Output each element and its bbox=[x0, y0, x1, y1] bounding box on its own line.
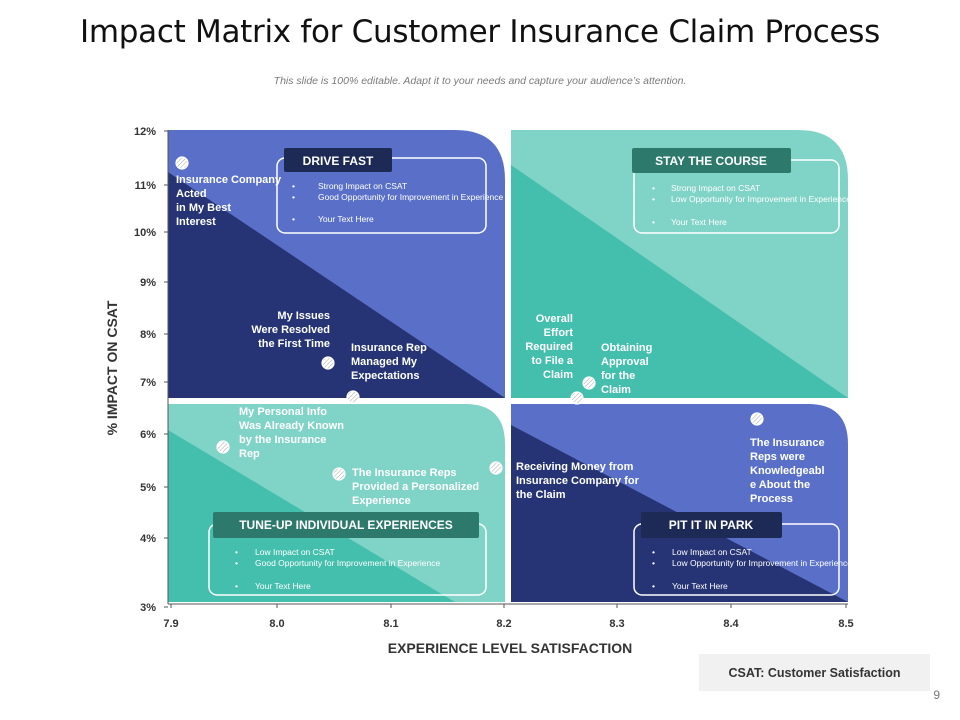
page-title: Impact Matrix for Customer Insurance Cla… bbox=[80, 14, 880, 50]
quadrant-box-pit-it-in-park: PIT IT IN PARK • Low Impact on CSAT • Lo… bbox=[633, 512, 852, 596]
y-tick-label: 9% bbox=[140, 277, 156, 289]
drive-fast-bullet-2: Good Opportunity for Improvement in Expe… bbox=[318, 192, 503, 202]
tune-up-bullet-2: Good Opportunity for Improvement in Expe… bbox=[255, 558, 440, 568]
data-point-marker bbox=[175, 156, 189, 170]
y-tick-label: 8% bbox=[140, 329, 156, 341]
pit-it-in-park-bullet-3: Your Text Here bbox=[672, 581, 728, 591]
bullet-dot: • bbox=[652, 547, 655, 557]
quadrant-top-left-bg bbox=[168, 130, 505, 398]
page-number: 9 bbox=[933, 688, 940, 702]
data-point-marker bbox=[582, 376, 596, 390]
x-tick-label: 7.9 bbox=[163, 618, 178, 630]
y-axis-ticks: 12% 11% 10% 9% 8% 7% 6% 5% 4% 3% bbox=[134, 126, 168, 614]
x-tick-label: 8.4 bbox=[723, 618, 739, 630]
y-tick-label: 4% bbox=[140, 533, 156, 545]
pit-it-in-park-tag bbox=[641, 512, 782, 538]
y-tick-label: 7% bbox=[140, 377, 156, 389]
data-point-marker bbox=[321, 356, 335, 370]
stay-the-course-bullet-2: Low Opportunity for Improvement in Exper… bbox=[671, 194, 851, 204]
bullet-dot: • bbox=[292, 181, 295, 191]
x-tick-label: 8.3 bbox=[609, 618, 624, 630]
drive-fast-bullet-1: Strong Impact on CSAT bbox=[318, 181, 407, 191]
x-axis-title: EXPERIENCE LEVEL SATISFACTION bbox=[388, 640, 633, 656]
x-tick-label: 8.1 bbox=[383, 618, 398, 630]
y-tick-label: 10% bbox=[134, 227, 156, 239]
stay-the-course-bullet-1: Strong Impact on CSAT bbox=[671, 183, 760, 193]
x-tick-label: 8.5 bbox=[838, 618, 853, 630]
data-points bbox=[175, 156, 764, 481]
quadrant-box-drive-fast: DRIVE FAST • Strong Impact on CSAT • Goo… bbox=[276, 148, 503, 234]
tune-up-bullet-3: Your Text Here bbox=[255, 581, 311, 591]
data-point-marker bbox=[346, 390, 360, 404]
page-subtitle: This slide is 100% editable. Adapt it to… bbox=[273, 75, 687, 87]
data-point-marker bbox=[216, 440, 230, 454]
data-point-marker bbox=[489, 461, 503, 475]
bullet-dot: • bbox=[235, 558, 238, 568]
data-point-marker bbox=[750, 412, 764, 426]
data-point-marker bbox=[332, 467, 346, 481]
bullet-dot: • bbox=[235, 581, 238, 591]
quadrant-box-stay-the-course: STAY THE COURSE • Strong Impact on CSAT … bbox=[632, 148, 851, 234]
bullet-dot: • bbox=[292, 192, 295, 202]
bullet-dot: • bbox=[292, 214, 295, 224]
y-axis-title: % IMPACT ON CSAT bbox=[104, 300, 120, 435]
quadrant-bottom-left-bg bbox=[168, 404, 505, 602]
y-tick-label: 11% bbox=[135, 180, 157, 192]
quadrant-top-right-bg bbox=[511, 130, 848, 398]
bullet-dot: • bbox=[652, 217, 655, 227]
tune-up-tag bbox=[213, 512, 479, 538]
stay-the-course-tag bbox=[632, 148, 791, 173]
csat-legend-note: CSAT: Customer Satisfaction bbox=[699, 654, 930, 691]
quadrant-box-tune-up: TUNE-UP INDIVIDUAL EXPERIENCES • Low Imp… bbox=[208, 512, 487, 596]
pit-it-in-park-bullet-2: Low Opportunity for Improvement in Exper… bbox=[672, 558, 852, 568]
drive-fast-bullet-3: Your Text Here bbox=[318, 214, 374, 224]
quadrant-bottom-right-bg bbox=[511, 404, 848, 602]
bullet-dot: • bbox=[652, 581, 655, 591]
y-tick-label: 5% bbox=[140, 482, 156, 494]
drive-fast-title: DRIVE FAST bbox=[303, 154, 374, 168]
data-point-marker bbox=[570, 391, 584, 405]
stay-the-course-bullet-3: Your Text Here bbox=[671, 217, 727, 227]
tune-up-title: TUNE-UP INDIVIDUAL EXPERIENCES bbox=[239, 518, 453, 532]
y-tick-label: 3% bbox=[140, 602, 156, 614]
drive-fast-tag bbox=[284, 148, 392, 172]
y-tick-label: 6% bbox=[140, 429, 156, 441]
stay-the-course-title: STAY THE COURSE bbox=[655, 154, 767, 168]
x-tick-label: 8.0 bbox=[269, 618, 284, 630]
bullet-dot: • bbox=[652, 183, 655, 193]
x-tick-label: 8.2 bbox=[496, 618, 511, 630]
bullet-dot: • bbox=[652, 194, 655, 204]
pit-it-in-park-bullet-1: Low Impact on CSAT bbox=[672, 547, 752, 557]
bullet-dot: • bbox=[652, 558, 655, 568]
y-tick-label: 12% bbox=[134, 126, 156, 138]
x-axis-ticks: 7.9 8.0 8.1 8.2 8.3 8.4 8.5 bbox=[163, 604, 854, 630]
pit-it-in-park-title: PIT IT IN PARK bbox=[669, 518, 754, 532]
bullet-dot: • bbox=[235, 547, 238, 557]
tune-up-bullet-1: Low Impact on CSAT bbox=[255, 547, 335, 557]
